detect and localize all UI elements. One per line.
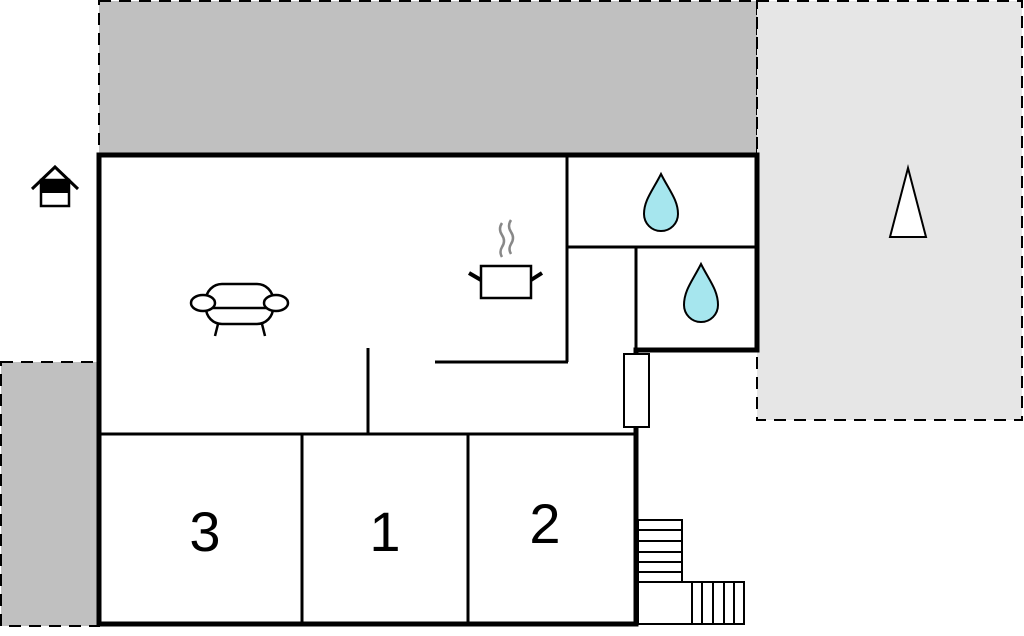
room-number-3: 3 — [189, 500, 220, 563]
stairs-icon — [637, 519, 745, 625]
house-interior — [99, 155, 757, 624]
left-terrace — [0, 361, 100, 627]
top-terrace — [98, 0, 758, 156]
cooking-pot-icon — [467, 219, 544, 300]
water-drop-icon — [682, 261, 720, 323]
house-entrance-icon — [30, 164, 80, 208]
room-number-1: 1 — [369, 500, 400, 563]
door-icon — [623, 353, 650, 428]
interior-walls — [99, 155, 757, 624]
room-number-2: 2 — [529, 492, 560, 555]
water-drop-icon — [642, 171, 680, 232]
right-garden — [756, 0, 1023, 421]
tent-icon — [888, 164, 928, 238]
sofa-icon — [189, 282, 290, 337]
exterior-walls — [96, 152, 760, 627]
